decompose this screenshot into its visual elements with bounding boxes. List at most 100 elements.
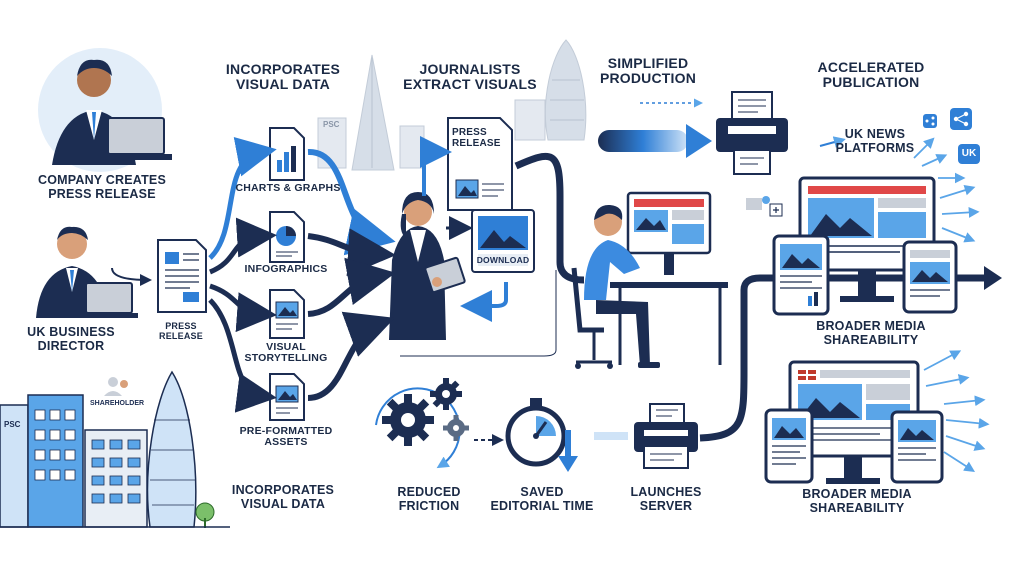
gherkin-tower-icon xyxy=(545,39,587,141)
gear-icon xyxy=(443,415,469,441)
journalist-figure xyxy=(389,192,466,340)
uk-badge-label: UK xyxy=(961,148,977,159)
uk-badge xyxy=(958,144,980,164)
printer-top xyxy=(716,91,788,175)
arrow-icon xyxy=(686,124,712,158)
arrow-icon xyxy=(307,311,395,401)
image-icon xyxy=(275,385,299,403)
bar-chart-icon xyxy=(277,146,296,172)
broader-media-shareability-bottom-label: BROADER MEDIA SHAREABILITY xyxy=(802,487,912,515)
arrow-icon xyxy=(941,227,976,243)
building-icon xyxy=(399,125,425,169)
gear-icon xyxy=(382,394,434,446)
simplified-production-label: SIMPLIFIED PRODUCTION xyxy=(599,55,697,87)
incorporates-visual-data-top-label: INCORPORATES VISUAL DATA xyxy=(225,61,341,93)
shareholder-badge xyxy=(104,377,128,396)
broader-media-shareability-top-label: BROADER MEDIA SHAREABILITY xyxy=(816,319,926,347)
arrow-icon xyxy=(945,435,986,451)
shareholder-label: SHAREHOLDER xyxy=(90,400,145,407)
laptop-icon xyxy=(107,117,165,155)
arrow-icon xyxy=(209,283,277,333)
skyline-bottom-left xyxy=(0,370,230,528)
arrow-icon xyxy=(307,228,396,277)
spread-arrows-top xyxy=(819,136,980,243)
arrow-icon xyxy=(943,451,976,472)
uk-business-director-label: UK BUSINESS DIRECTOR xyxy=(27,325,115,353)
gear-icon xyxy=(430,378,462,410)
press-release-left-label: PRESS RELEASE xyxy=(159,321,203,341)
share-icon xyxy=(950,108,972,130)
uk-business-director-figure xyxy=(36,226,138,318)
press-release-doc-journalist xyxy=(447,117,513,211)
arrow-icon xyxy=(419,136,452,196)
stopwatch-group xyxy=(505,398,578,472)
arrow-icon xyxy=(307,257,396,317)
charts-graphs-label: CHARTS & GRAPHS xyxy=(235,182,341,194)
pie-chart-icon xyxy=(276,226,296,246)
arrow-icon xyxy=(913,137,935,159)
infographics-document xyxy=(269,211,305,263)
psc-sign-left: PSC xyxy=(4,420,21,429)
company-creates-label: COMPANY CREATES PRESS RELEASE xyxy=(37,173,166,201)
gears-group xyxy=(375,378,469,469)
simplified-production-beam xyxy=(598,98,712,158)
image-icon xyxy=(275,301,299,319)
press-release-doc-label: PRESS RELEASE xyxy=(452,127,501,149)
bar-chart-icon xyxy=(808,292,818,306)
uk-news-platforms-label: UK NEWS PLATFORMS xyxy=(835,127,915,155)
psc-sign-top: PSC xyxy=(323,120,340,129)
accelerated-publication-label: ACCELERATED PUBLICATION xyxy=(817,59,925,91)
small-doc-icons xyxy=(746,196,783,217)
arrow-icon xyxy=(921,154,948,167)
devices-top xyxy=(772,176,958,316)
visual-storytelling-label: VISUAL STORYTELLING xyxy=(244,341,328,365)
arrow-icon xyxy=(941,207,980,218)
arrow-icon xyxy=(923,350,962,371)
arrow-icon xyxy=(558,456,578,472)
building-icon xyxy=(514,99,546,141)
flow-arrows-journalist xyxy=(419,136,508,322)
production-worker-figure xyxy=(571,191,728,369)
arrow-icon xyxy=(111,267,152,286)
storytelling-document xyxy=(269,289,305,339)
journalists-extract-visuals-label: JOURNALISTS EXTRACT VISUALS xyxy=(403,61,537,93)
share-icon xyxy=(923,114,937,128)
arrow-icon xyxy=(945,417,990,429)
laptop-icon xyxy=(85,282,133,314)
reduced-friction-label: REDUCED FRICTION xyxy=(397,485,461,513)
charts-document xyxy=(269,127,305,181)
arrow-icon xyxy=(514,152,585,284)
arrow-icon xyxy=(819,136,846,148)
shard-tower-icon xyxy=(351,54,395,171)
launches-server-label: LAUNCHES SERVER xyxy=(630,485,702,513)
spread-arrows-bottom xyxy=(923,350,990,472)
download-label[interactable]: DOWNLOAD xyxy=(476,255,530,265)
arrow-icon xyxy=(943,395,986,407)
arrow-icon xyxy=(939,184,976,199)
arrow-icon xyxy=(699,274,988,442)
arrow-icon xyxy=(208,217,277,275)
incorporates-visual-data-bottom-label: INCORPORATES VISUAL DATA xyxy=(231,483,335,511)
arrow-icon xyxy=(208,137,277,260)
preformatted-assets-label: PRE-FORMATTED ASSETS xyxy=(239,425,333,449)
image-icon xyxy=(455,179,479,199)
assets-document xyxy=(269,373,305,421)
download-card[interactable] xyxy=(471,209,535,273)
infographics-label: INFOGRAPHICS xyxy=(244,263,328,275)
connector-line xyxy=(400,270,557,357)
press-release-document-left xyxy=(157,239,207,313)
flow-arrows-left xyxy=(111,137,396,413)
arrow-icon xyxy=(925,374,970,387)
company-creator-figure xyxy=(38,48,172,172)
devices-bottom xyxy=(764,360,944,484)
saved-editorial-time-label: SAVED EDITORIAL TIME xyxy=(490,485,594,513)
gherkin-tower-icon xyxy=(146,370,197,528)
arrow-icon xyxy=(208,298,277,413)
server-printer xyxy=(594,403,698,469)
share-icons-cluster xyxy=(746,108,980,217)
printer-icon xyxy=(716,118,788,152)
printer-icon xyxy=(634,422,698,452)
arrow-icon xyxy=(984,266,1002,290)
